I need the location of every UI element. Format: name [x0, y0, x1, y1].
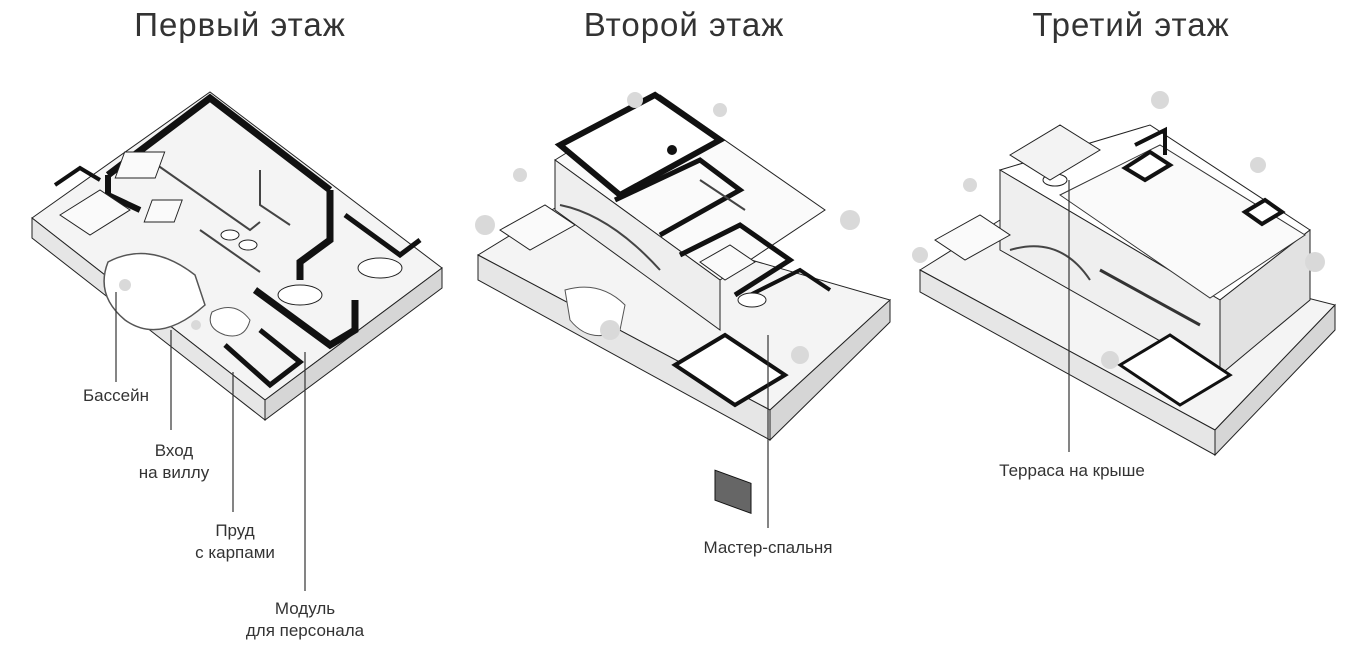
staff-module-label-line-1: Модуль: [274, 599, 336, 618]
pool-label-text: Бассейн: [83, 386, 149, 405]
staff-module-label-line-2: для персонала: [245, 621, 365, 640]
pool-label: Бассейн: [83, 385, 149, 407]
entrance-label-line-2: на виллу: [138, 463, 210, 482]
first-floor-axonometric: [31, 91, 443, 422]
staff-module-label: Модуль для персонала: [246, 598, 364, 642]
second-floor-axonometric: [475, 91, 891, 515]
third-floor-axonometric: [912, 91, 1336, 457]
first-floor-title: Первый этаж: [134, 6, 346, 43]
master-bedroom-label: Мастер-спальня: [703, 537, 832, 559]
roof-terrace-label: Терраса на крыше: [999, 460, 1145, 482]
master-bedroom-label-text: Мастер-спальня: [703, 538, 833, 557]
pond-label-line-1: Пруд: [215, 521, 255, 540]
third-floor-title: Третий этаж: [1032, 6, 1230, 43]
pond-label: Пруд с карпами: [195, 520, 275, 564]
roof-terrace-label-text: Терраса на крыше: [999, 461, 1145, 480]
second-floor-title: Второй этаж: [583, 6, 785, 43]
entrance-label-line-1: Вход: [154, 441, 194, 460]
pond-label-line-2: с карпами: [195, 543, 275, 562]
entrance-label: Вход на виллу: [139, 440, 209, 484]
